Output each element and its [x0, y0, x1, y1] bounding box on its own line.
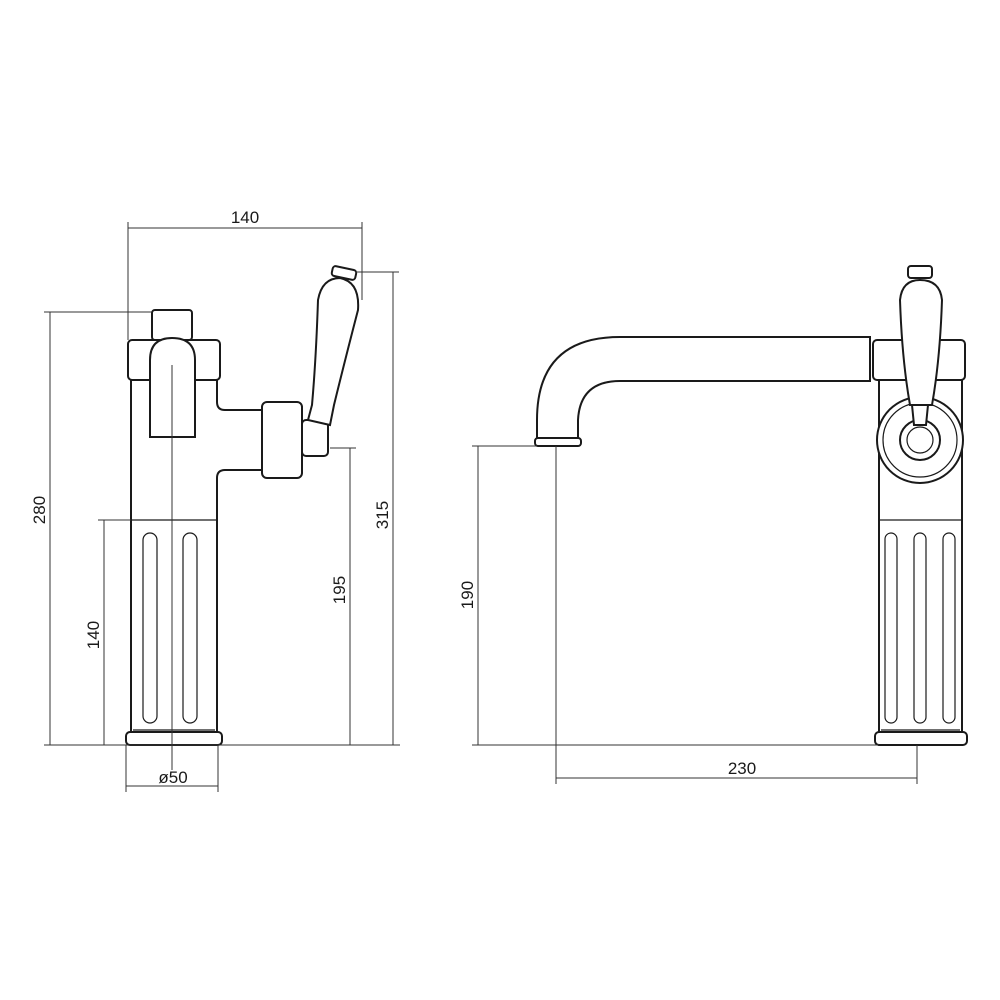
- front-lever-cap: [907, 265, 933, 279]
- side-lever-handle: [306, 276, 360, 427]
- front-flutes: [884, 532, 956, 724]
- front-view-faucet: [534, 265, 968, 746]
- dim-spout-height: 190: [458, 580, 477, 610]
- side-flutes: [142, 532, 198, 724]
- side-view-faucet: [125, 265, 360, 770]
- dim-spout-reach: 230: [727, 759, 757, 778]
- side-lever-stem: [301, 419, 329, 457]
- front-spout-tip: [534, 437, 582, 447]
- dim-lever-axis-height: 195: [330, 575, 349, 605]
- dim-total-height: 315: [373, 500, 392, 530]
- dim-body-height: 280: [30, 495, 49, 525]
- dimension-lines: [44, 222, 918, 792]
- front-spout: [536, 336, 871, 441]
- front-base: [874, 731, 968, 746]
- side-cap: [151, 309, 193, 341]
- front-lever-handle: [898, 278, 944, 406]
- side-cartridge: [261, 401, 303, 479]
- dim-fluted-height: 140: [84, 620, 103, 650]
- side-lever-cap: [330, 265, 358, 281]
- side-base: [125, 731, 223, 746]
- dim-overall-width: 140: [230, 208, 260, 227]
- dim-base-diameter: ø50: [158, 768, 188, 787]
